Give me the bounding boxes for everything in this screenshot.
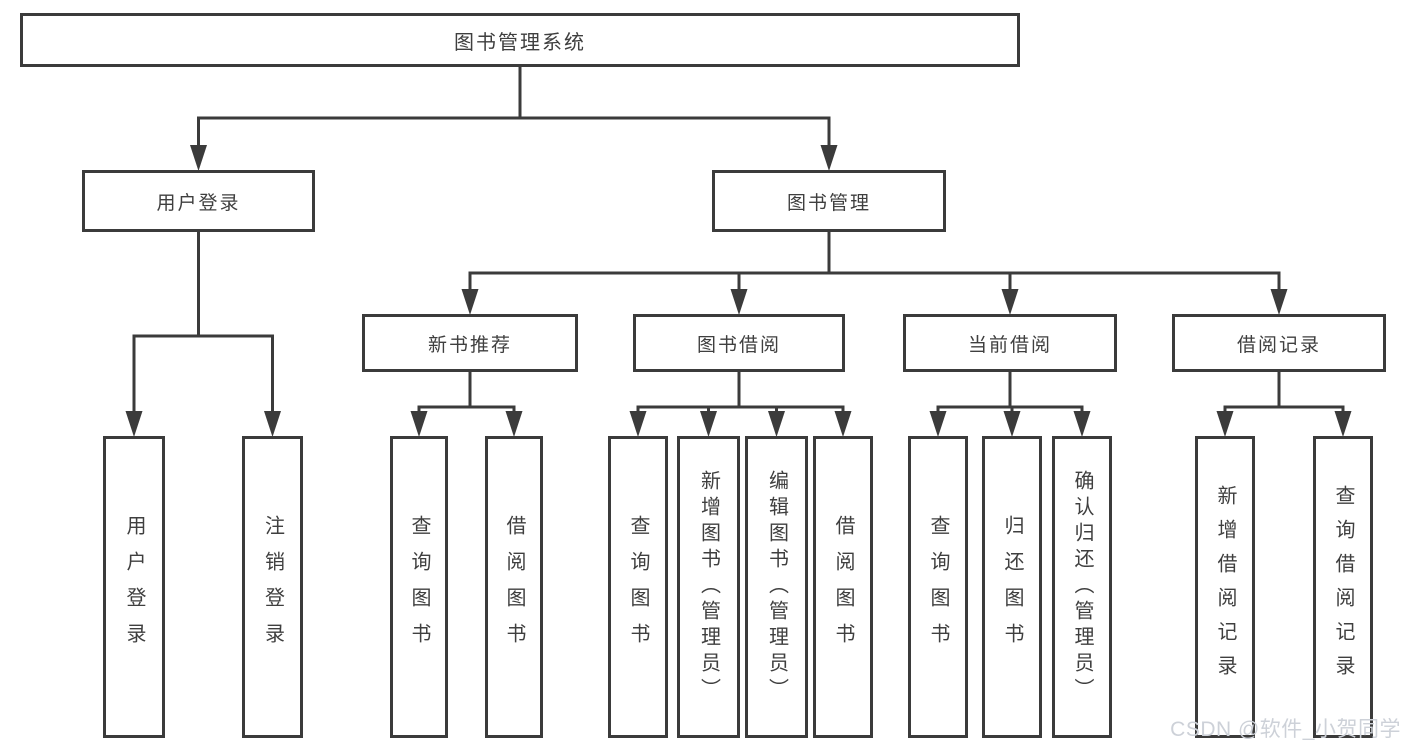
node-label: 查询图书 xyxy=(408,515,430,659)
arrowhead-icon xyxy=(629,411,647,437)
node-label: 注销登录 xyxy=(261,515,284,659)
node-label: 当前借阅 xyxy=(967,334,1052,356)
node-label: 图书管理系统 xyxy=(454,31,586,54)
node-label: 借阅图书 xyxy=(503,515,525,659)
node-label: 确认归还（管理员） xyxy=(1071,470,1093,704)
arrowhead-icon xyxy=(264,411,281,437)
arrowhead-icon xyxy=(125,411,143,437)
node-label: 借阅记录 xyxy=(1236,334,1321,356)
arrowhead-icon xyxy=(730,289,748,315)
node-label: 归还图书 xyxy=(1001,515,1023,659)
arrowhead-icon xyxy=(1216,411,1234,437)
node-label: 用户登录 xyxy=(156,192,241,214)
node-label: 查询图书 xyxy=(627,515,649,659)
node-leaf-query-books-a: 查询图书 xyxy=(390,436,448,738)
node-label: 新增图书（管理员） xyxy=(697,470,720,704)
arrowhead-icon xyxy=(700,411,717,437)
node-label: 查询借阅记录 xyxy=(1332,485,1354,689)
node-leaf-query-books-b: 查询图书 xyxy=(608,436,668,738)
arrowhead-icon xyxy=(1001,289,1019,315)
node-label: 用户登录 xyxy=(123,515,145,659)
arrowhead-icon xyxy=(820,145,838,171)
node-current-borrowing: 当前借阅 xyxy=(903,314,1117,372)
node-leaf-user-login: 用户登录 xyxy=(103,436,165,738)
arrowhead-icon xyxy=(929,411,947,437)
node-leaf-edit-book: 编辑图书（管理员） xyxy=(745,436,808,738)
node-leaf-query-borrow-record: 查询借阅记录 xyxy=(1313,436,1373,738)
node-leaf-add-book: 新增图书（管理员） xyxy=(677,436,740,738)
node-label: 图书管理 xyxy=(786,192,871,214)
node-leaf-borrow-books-a: 借阅图书 xyxy=(485,436,543,738)
node-new-book-recommend: 新书推荐 xyxy=(362,314,578,372)
node-book-borrowing: 图书借阅 xyxy=(633,314,845,372)
node-leaf-add-borrow-record: 新增借阅记录 xyxy=(1195,436,1255,738)
node-leaf-return-book: 归还图书 xyxy=(982,436,1042,738)
arrowhead-icon xyxy=(1003,411,1021,437)
arrowhead-icon xyxy=(190,145,207,171)
node-label: 新增借阅记录 xyxy=(1214,485,1236,689)
node-label: 新书推荐 xyxy=(427,334,512,356)
node-leaf-confirm-return: 确认归还（管理员） xyxy=(1052,436,1112,738)
node-borrowing-records: 借阅记录 xyxy=(1172,314,1386,372)
node-label: 查询图书 xyxy=(927,515,949,659)
arrowhead-icon xyxy=(505,411,523,437)
node-label: 编辑图书（管理员） xyxy=(765,470,788,704)
arrowhead-icon xyxy=(834,411,852,437)
node-user-login: 用户登录 xyxy=(82,170,315,232)
node-leaf-borrow-books-b: 借阅图书 xyxy=(813,436,873,738)
node-leaf-logout: 注销登录 xyxy=(242,436,303,738)
arrowhead-icon xyxy=(1270,289,1288,315)
arrowhead-icon xyxy=(768,411,785,437)
node-book-management: 图书管理 xyxy=(712,170,946,232)
node-leaf-query-books-c: 查询图书 xyxy=(908,436,968,738)
arrowhead-icon xyxy=(1073,411,1091,437)
node-label: 借阅图书 xyxy=(832,515,854,659)
node-label: 图书借阅 xyxy=(696,334,781,356)
arrowhead-icon xyxy=(1334,411,1352,437)
node-root: 图书管理系统 xyxy=(20,13,1020,67)
arrowhead-icon xyxy=(461,289,479,315)
arrowhead-icon xyxy=(410,411,428,437)
